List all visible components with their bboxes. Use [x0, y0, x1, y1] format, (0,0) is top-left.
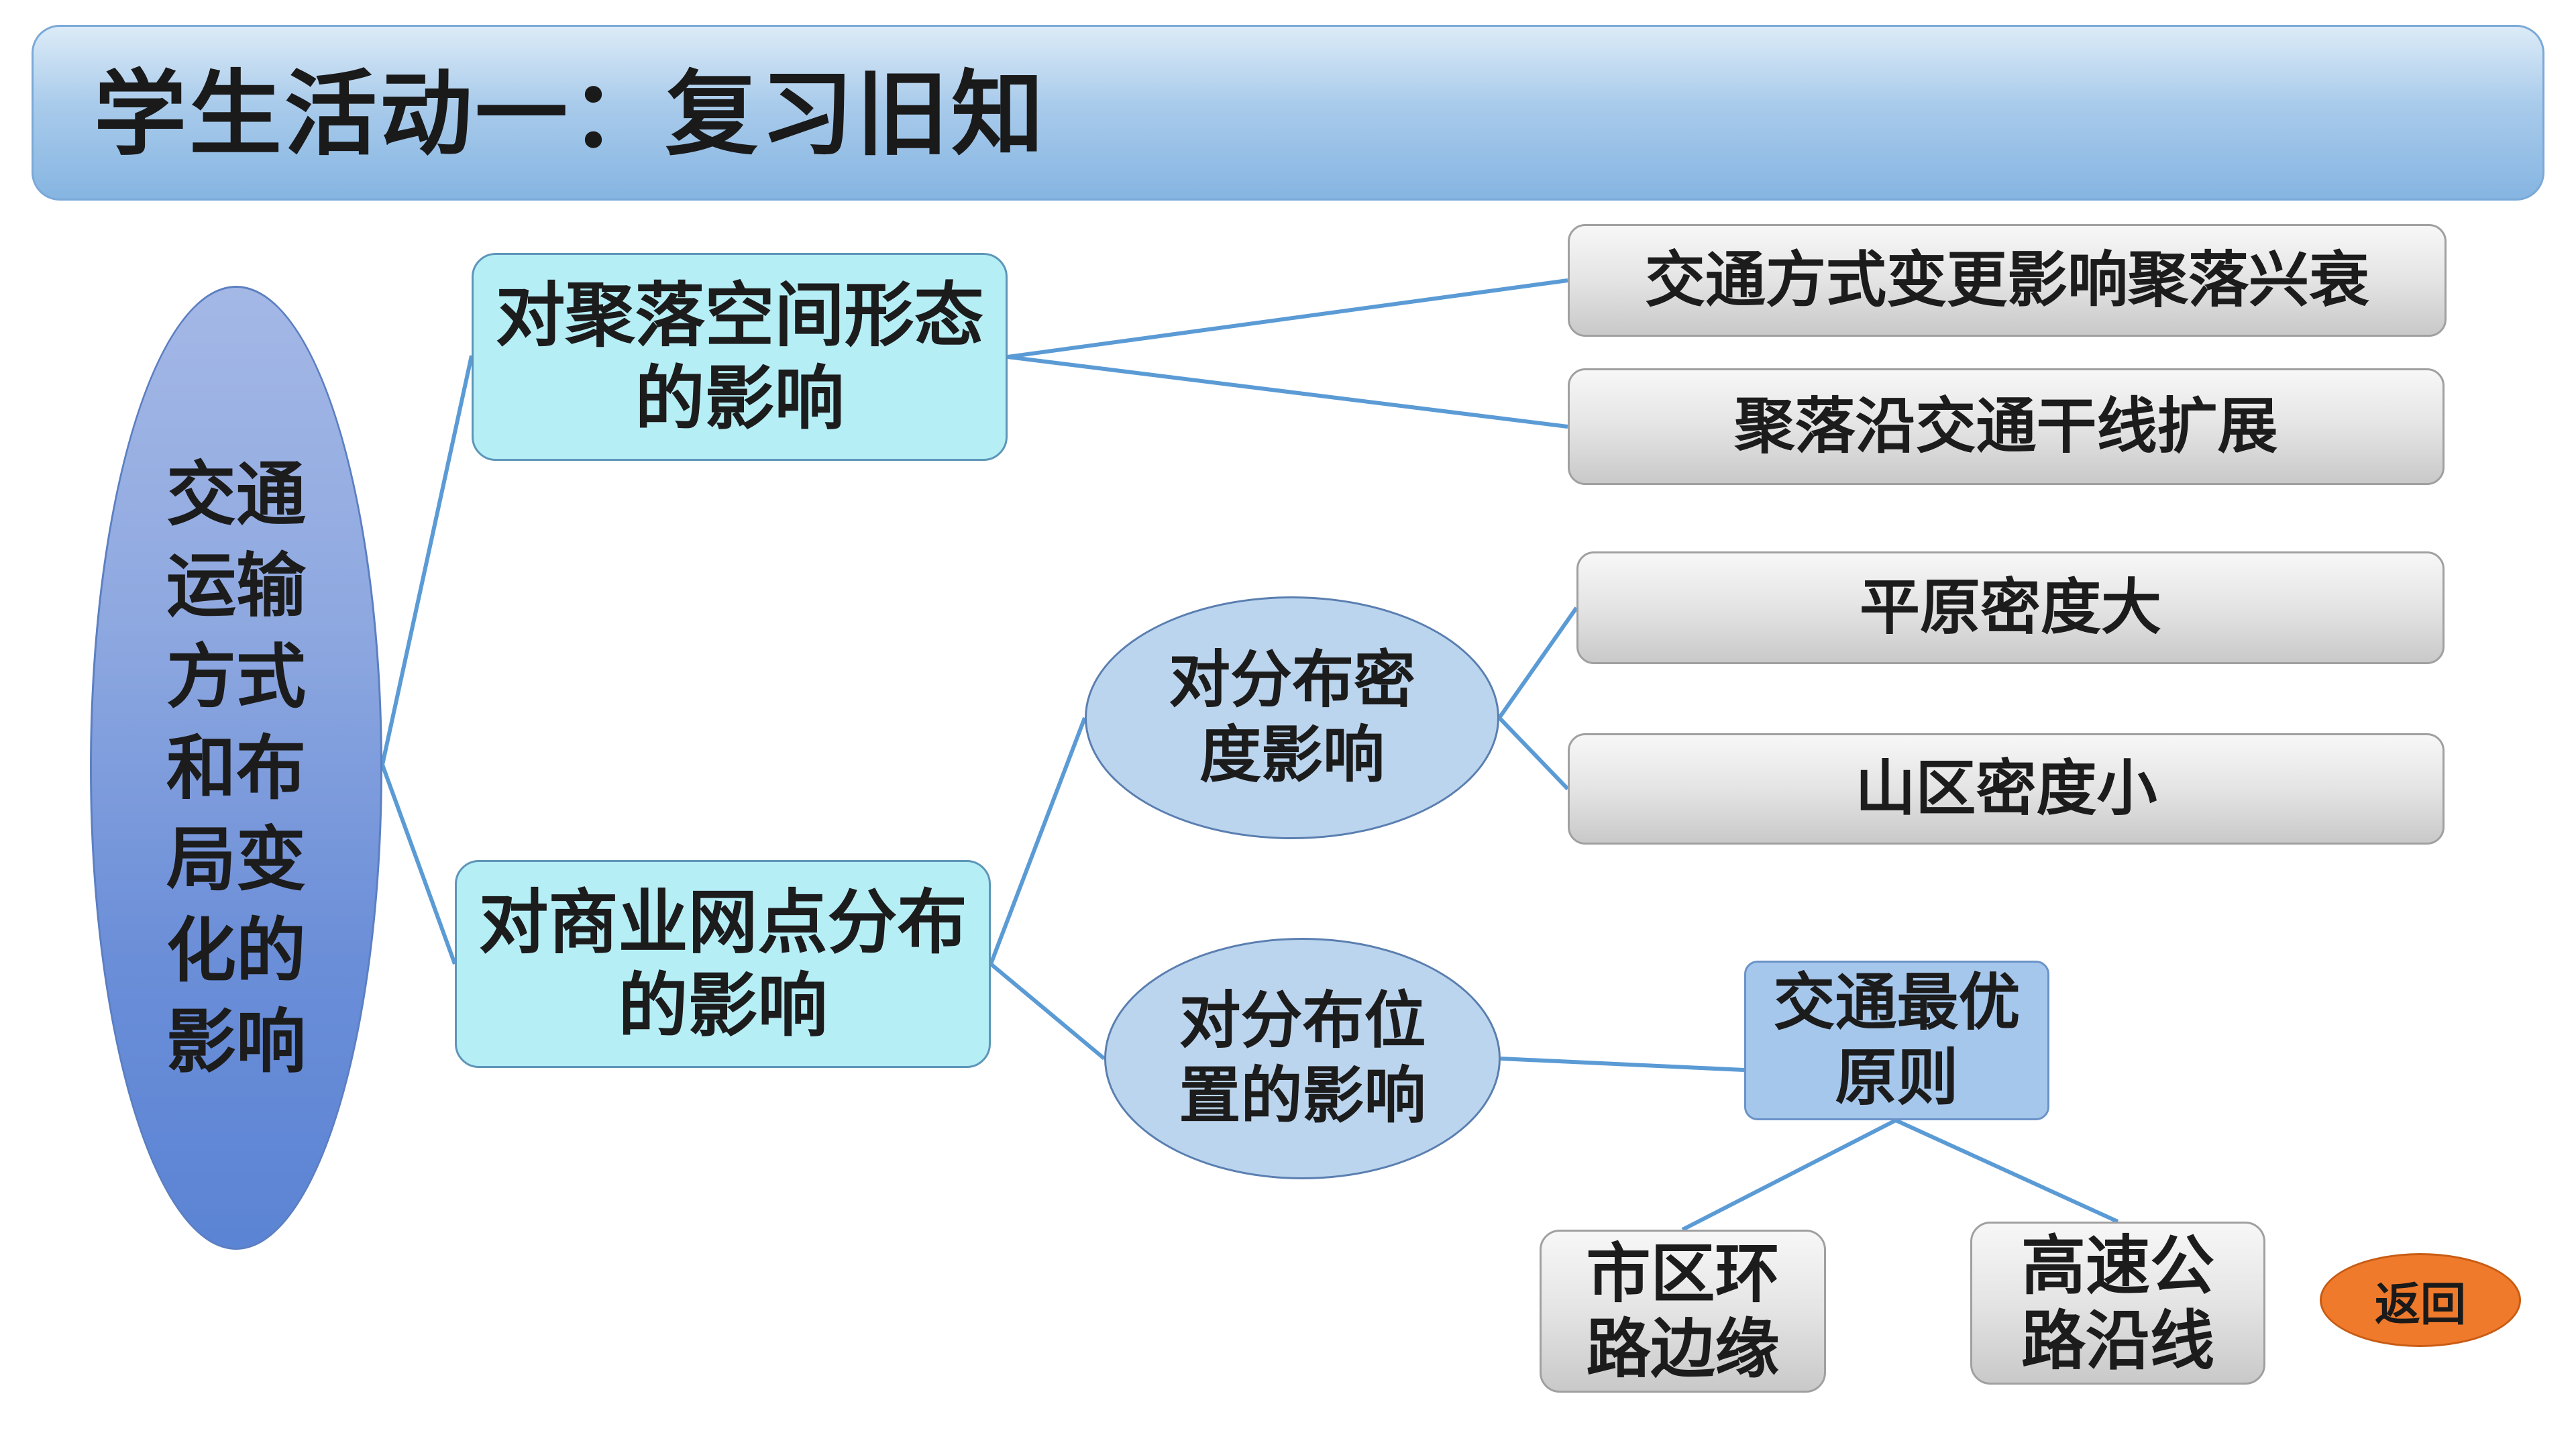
connector-commercial-location: [989, 962, 1106, 1061]
connector-spatial-leaf-2: [1007, 355, 1568, 429]
connector-root-spatial: [380, 355, 474, 765]
spatial-leaf-2: 聚落沿交通干线扩展: [1568, 368, 2445, 485]
back-button[interactable]: 返回: [2320, 1253, 2521, 1347]
connector-principle-leaf-2: [1894, 1118, 2119, 1224]
connector-spatial-leaf-1: [1007, 278, 1568, 359]
connector-root-commercial: [380, 763, 457, 965]
commercial-node: 对商业网点分布的影响: [455, 860, 991, 1068]
location-node: 对分布位置的影响: [1104, 938, 1501, 1179]
density-leaf-1: 平原密度大: [1576, 551, 2445, 664]
title-bar: 学生活动一：复习旧知: [32, 25, 2544, 201]
principle-node: 交通最优原则: [1744, 961, 2049, 1120]
connector-density-leaf-2: [1497, 716, 1570, 791]
density-node: 对分布密度影响: [1085, 596, 1499, 839]
root-node: 交通运输方式和布局变化的影响: [90, 286, 382, 1250]
location-leaf-1: 市区环路边缘: [1540, 1230, 1826, 1393]
page-title: 学生活动一：复习旧知: [94, 59, 1047, 168]
connector-principle-leaf-1: [1681, 1118, 1897, 1232]
location-leaf-2: 高速公路沿线: [1970, 1222, 2265, 1385]
connector-location-principle: [1500, 1057, 1745, 1072]
connector-density-leaf-1: [1497, 606, 1578, 719]
density-leaf-2: 山区密度小: [1568, 733, 2445, 845]
connector-commercial-density: [989, 716, 1087, 965]
spatial-node: 对聚落空间形态的影响: [472, 253, 1008, 461]
spatial-leaf-1: 交通方式变更影响聚落兴衰: [1568, 224, 2447, 337]
